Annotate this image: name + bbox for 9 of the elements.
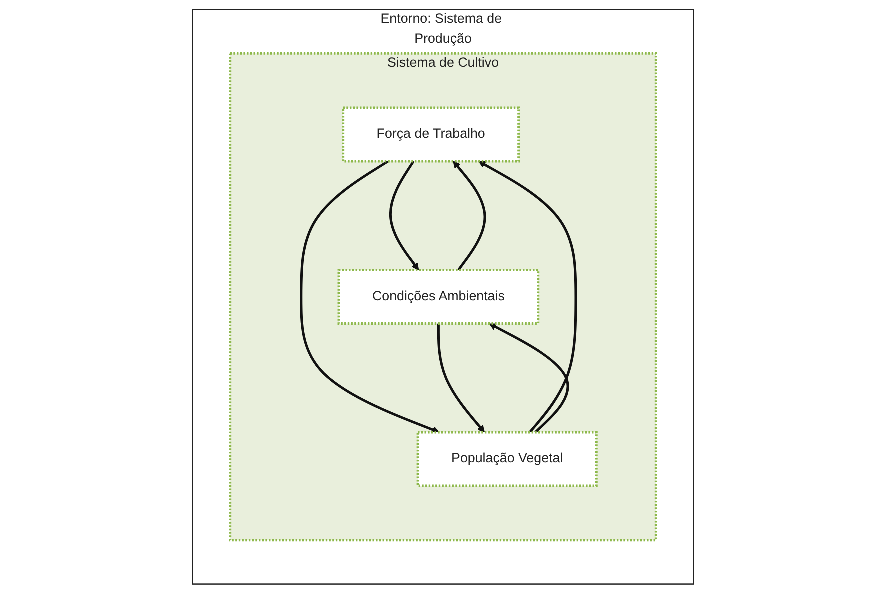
node-box: Força de Trabalho — [342, 106, 520, 163]
arrow — [453, 161, 487, 271]
arrow — [390, 160, 420, 271]
node-box: Condições Ambientais — [338, 268, 540, 325]
arrow — [300, 160, 440, 434]
arrow — [489, 323, 570, 434]
node-box: População Vegetal — [417, 431, 598, 488]
arrow — [478, 161, 578, 434]
arrow — [438, 324, 486, 433]
